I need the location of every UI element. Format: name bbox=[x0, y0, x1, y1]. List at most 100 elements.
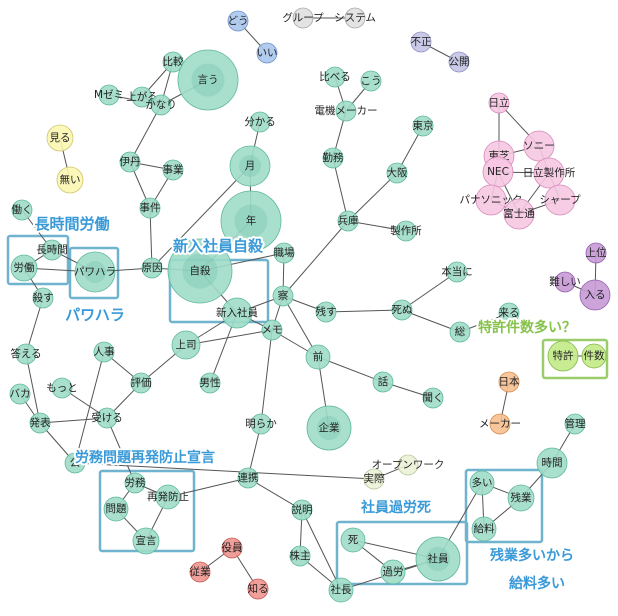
node-roumu[interactable]: 労務 bbox=[125, 472, 146, 494]
node-jisatsu[interactable]: 自殺 bbox=[167, 238, 233, 304]
node-label: 給料 bbox=[474, 522, 495, 535]
node-kigyou[interactable]: 企業 bbox=[306, 405, 352, 451]
node-kanri[interactable]: 管理 bbox=[565, 413, 586, 435]
node-hyouka[interactable]: 評価 bbox=[131, 372, 152, 394]
node-sharp[interactable]: シャープ bbox=[539, 184, 581, 216]
node-shinu[interactable]: 死ぬ bbox=[392, 299, 413, 321]
node-happyou[interactable]: 発表 bbox=[30, 412, 51, 434]
node-nihon[interactable]: 日本 bbox=[499, 371, 520, 393]
node-hyogo[interactable]: 兵庫 bbox=[338, 210, 359, 232]
node-hitachi[interactable]: 日立 bbox=[489, 92, 510, 114]
node-sasshi[interactable]: 察 bbox=[272, 285, 294, 307]
node-sengen[interactable]: 宣言 bbox=[132, 527, 160, 555]
node-ooi[interactable]: 多い bbox=[469, 470, 495, 496]
node-denki[interactable]: 電機メーカー bbox=[315, 100, 378, 122]
node-jigyou[interactable]: 事業 bbox=[163, 159, 184, 181]
node-shain[interactable]: 社員 bbox=[415, 536, 461, 582]
node-nokosu[interactable]: 残す bbox=[316, 301, 337, 323]
node-akiraka[interactable]: 明らか bbox=[245, 413, 277, 435]
node-genin[interactable]: 原因 bbox=[142, 257, 163, 279]
node-yakuin[interactable]: 役員 bbox=[222, 537, 243, 559]
node-sou[interactable]: 総 bbox=[449, 321, 471, 343]
node-openwork[interactable]: オープンワーク bbox=[372, 454, 445, 476]
node-shachou[interactable]: 社長 bbox=[328, 577, 354, 603]
node-osaka[interactable]: 大阪 bbox=[387, 162, 408, 184]
node-agaru[interactable]: 上がる bbox=[126, 86, 158, 108]
node-kiku[interactable]: 聞く bbox=[423, 387, 444, 409]
node-miru[interactable]: 見る bbox=[46, 124, 74, 152]
node-dansei[interactable]: 男性 bbox=[200, 372, 221, 394]
node-saihatsu[interactable]: 再発防止 bbox=[147, 484, 189, 510]
node-jinji[interactable]: 人事 bbox=[94, 341, 115, 363]
node-iden[interactable]: 伊丹 bbox=[120, 151, 141, 173]
node-kyuryou[interactable]: 給料 bbox=[471, 516, 497, 542]
node-joushi[interactable]: 上司 bbox=[171, 330, 201, 360]
node-circle bbox=[395, 220, 417, 242]
node-label: 公 bbox=[70, 457, 81, 469]
node-muzukashii[interactable]: 難しい bbox=[549, 271, 581, 293]
node-kuru[interactable]: 来る bbox=[499, 302, 520, 324]
node-nai[interactable]: 無い bbox=[56, 166, 84, 194]
node-koukai[interactable]: 公開 bbox=[449, 51, 470, 73]
node-hitachiseisakusho[interactable]: 日立製作所 bbox=[523, 157, 576, 189]
node-kanari[interactable]: かなり bbox=[145, 94, 177, 116]
node-group[interactable]: グループ bbox=[282, 7, 324, 29]
node-maker[interactable]: メーカー bbox=[479, 413, 521, 435]
node-sony[interactable]: ソニー bbox=[523, 130, 555, 162]
node-mzemi[interactable]: Mゼミ bbox=[94, 84, 124, 106]
node-hikaku[interactable]: 比較 bbox=[163, 51, 184, 73]
node-mae[interactable]: 前 bbox=[305, 344, 331, 370]
node-dou[interactable]: どう bbox=[228, 10, 249, 32]
node-mondai[interactable]: 問題 bbox=[103, 496, 129, 522]
node-hairu[interactable]: 入る bbox=[579, 279, 611, 311]
node-kou2[interactable]: 公 bbox=[64, 452, 86, 474]
node-jissai[interactable]: 実際 bbox=[364, 468, 385, 490]
node-kabunushi[interactable]: 株主 bbox=[290, 545, 311, 567]
node-motto[interactable]: もっと bbox=[46, 377, 78, 399]
node-baka[interactable]: バカ bbox=[10, 383, 31, 405]
node-choujikan[interactable]: 長時間 bbox=[36, 239, 68, 261]
node-fusei[interactable]: 不正 bbox=[411, 31, 432, 53]
node-tokyo[interactable]: 東京 bbox=[413, 115, 434, 137]
node-shi[interactable]: 死 bbox=[340, 527, 366, 553]
node-jiken[interactable]: 事件 bbox=[140, 197, 161, 219]
node-jikan[interactable]: 時間 bbox=[536, 447, 568, 479]
node-memo[interactable]: メモ bbox=[262, 319, 283, 341]
node-kou[interactable]: こう bbox=[361, 70, 382, 92]
node-wakaru[interactable]: 分かる bbox=[244, 111, 276, 133]
node-setsumei[interactable]: 説明 bbox=[292, 499, 313, 521]
node-ii[interactable]: いい bbox=[257, 42, 278, 64]
node-tokkyo[interactable]: 特許 bbox=[547, 340, 579, 372]
node-korosu[interactable]: 殺す bbox=[33, 287, 54, 309]
node-juugyouin[interactable]: 従業 bbox=[190, 561, 211, 583]
node-kensu[interactable]: 件数 bbox=[581, 343, 607, 369]
node-kinmu[interactable]: 勤務 bbox=[323, 147, 344, 169]
node-shiru[interactable]: 知る bbox=[248, 578, 269, 600]
node-kotaeru[interactable]: 答える bbox=[10, 343, 42, 365]
node-hataraku[interactable]: 働く bbox=[12, 199, 33, 221]
node-fujitsu[interactable]: 富士通 bbox=[503, 198, 535, 230]
node-seisakusho[interactable]: 製作所 bbox=[390, 220, 422, 242]
node-label: 問題 bbox=[106, 503, 127, 515]
node-panasonic[interactable]: パナソニック bbox=[460, 184, 523, 216]
node-label: 本当に bbox=[441, 265, 473, 278]
node-karou[interactable]: 過労 bbox=[380, 559, 406, 585]
node-renkei[interactable]: 連携 bbox=[238, 467, 259, 489]
node-iu[interactable]: 言う bbox=[177, 49, 239, 111]
node-circle bbox=[340, 527, 366, 553]
node-shinnyu[interactable]: 新入社員 bbox=[216, 297, 258, 329]
node-label: 社長 bbox=[331, 583, 352, 596]
node-roudou[interactable]: 労働 bbox=[10, 254, 38, 282]
node-toshi[interactable]: 年 bbox=[220, 190, 282, 252]
node-system[interactable]: システム bbox=[334, 7, 376, 29]
node-hontou[interactable]: 本当に bbox=[441, 261, 473, 283]
node-pawahara[interactable]: パワハラ bbox=[74, 251, 116, 293]
node-nec[interactable]: NEC bbox=[482, 156, 514, 188]
node-shokuba[interactable]: 職場 bbox=[274, 242, 295, 264]
node-hanashi[interactable]: 話 bbox=[372, 371, 394, 393]
node-kuraberu[interactable]: 比べる bbox=[319, 66, 351, 88]
node-tsuki[interactable]: 月 bbox=[229, 145, 271, 187]
node-ukeru[interactable]: 受ける bbox=[91, 407, 123, 429]
node-zangyou[interactable]: 残業 bbox=[507, 484, 535, 512]
node-jouni[interactable]: 上位 bbox=[586, 242, 607, 264]
